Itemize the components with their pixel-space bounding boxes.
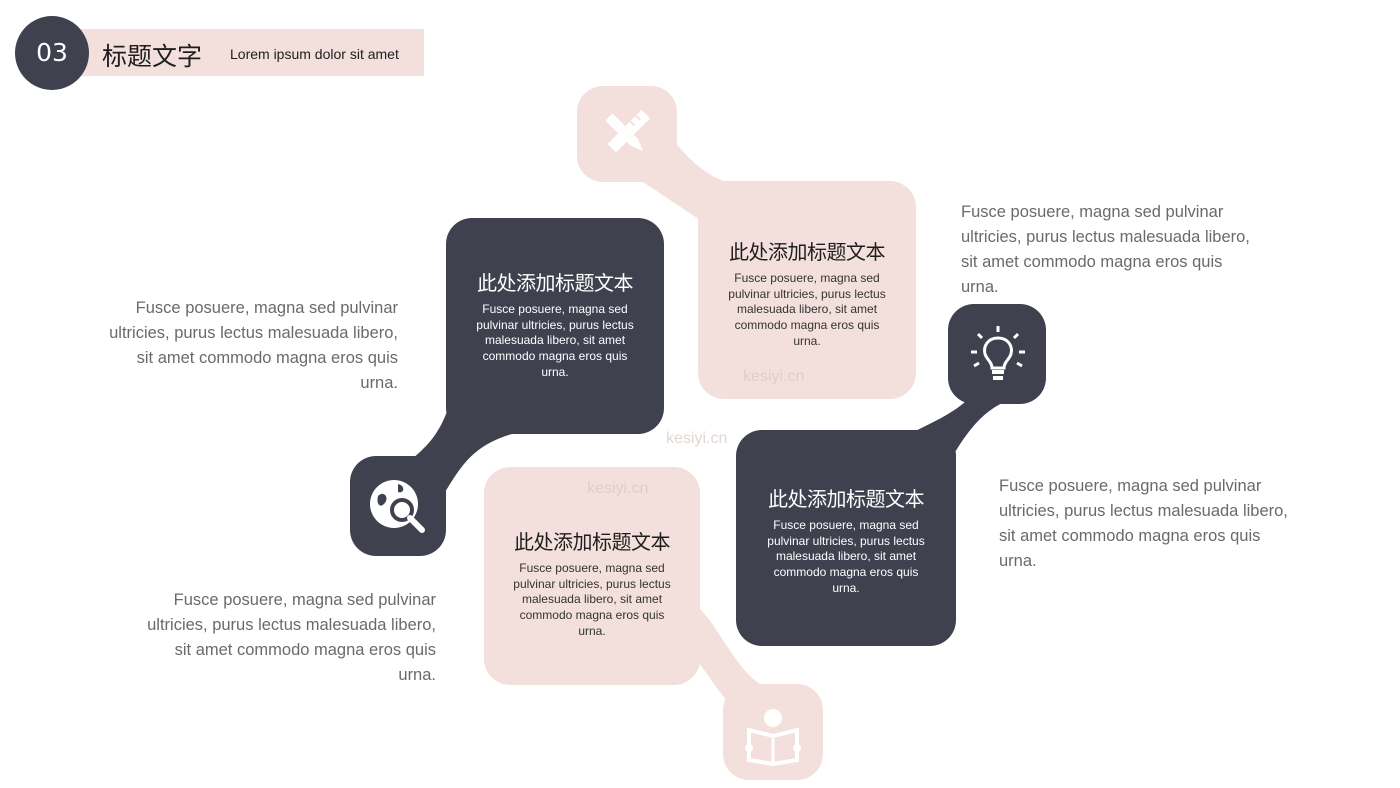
card-1: 此处添加标题文本 Fusce posuere, magna sed pulvin… [446, 218, 664, 434]
lightbulb-icon [968, 324, 1028, 384]
card-1-body: Fusce posuere, magna sed pulvinar ultric… [476, 302, 634, 379]
section-number-badge: 03 [15, 16, 89, 90]
card-3: 此处添加标题文本 Fusce posuere, magna sed pulvin… [484, 467, 700, 685]
card-4-body: Fusce posuere, magna sed pulvinar ultric… [767, 518, 925, 595]
watermark: kesiyi.cn [666, 430, 728, 447]
pencil-ruler-icon [596, 104, 656, 164]
card-1-title: 此处添加标题文本 [477, 271, 634, 295]
lightbulb-box [948, 304, 1046, 404]
search-icon [368, 476, 428, 536]
watermark: kesiyi.cn [743, 368, 805, 385]
side-text-left-bottom: Fusce posuere, magna sed pulvinar ultric… [147, 591, 436, 684]
card-4-title: 此处添加标题文本 [768, 487, 925, 511]
page-subtitle: Lorem ipsum dolor sit amet [230, 46, 399, 62]
card-3-body: Fusce posuere, magna sed pulvinar ultric… [513, 561, 671, 638]
watermark: kesiyi.cn [587, 480, 649, 497]
card-2-title: 此处添加标题文本 [729, 240, 886, 264]
side-text-right-bottom: Fusce posuere, magna sed pulvinar ultric… [999, 477, 1288, 570]
book-reader-icon [743, 706, 803, 766]
card-2: 此处添加标题文本 Fusce posuere, magna sed pulvin… [698, 181, 916, 399]
side-text-right-top: Fusce posuere, magna sed pulvinar ultric… [961, 203, 1250, 296]
card-2-body: Fusce posuere, magna sed pulvinar ultric… [728, 271, 886, 348]
card-4: 此处添加标题文本 Fusce posuere, magna sed pulvin… [736, 430, 956, 646]
side-text-left-top: Fusce posuere, magna sed pulvinar ultric… [109, 299, 398, 392]
header-band [62, 29, 424, 76]
card-3-title: 此处添加标题文本 [514, 530, 671, 554]
page-title: 标题文字 [102, 42, 203, 71]
